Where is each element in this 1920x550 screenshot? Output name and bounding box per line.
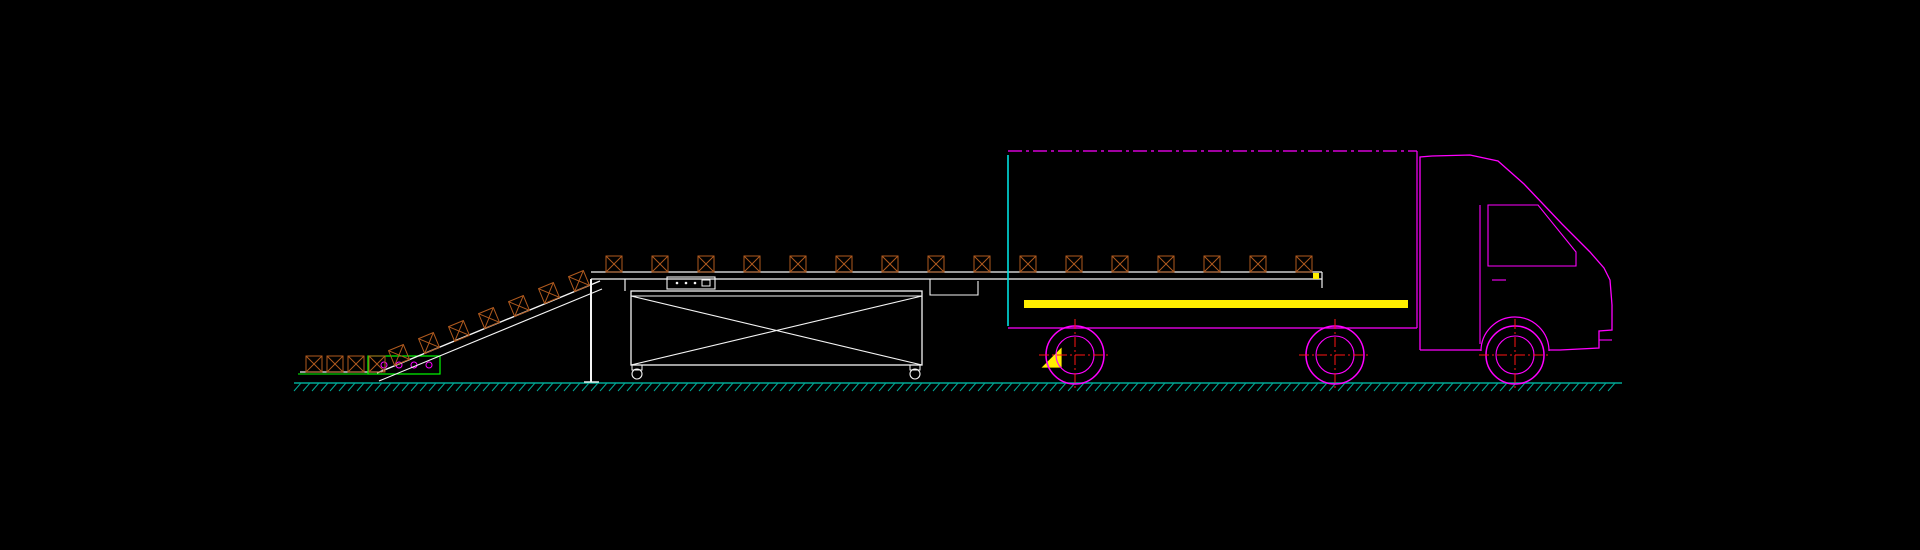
truck-wheels (1039, 319, 1551, 391)
ground-hatch (293, 382, 1622, 392)
parcel-box (305, 355, 323, 373)
parcel-box (417, 331, 441, 355)
parcel-box (697, 255, 715, 273)
parcel-box (1157, 255, 1175, 273)
parcel-box (605, 255, 623, 273)
parcel-box (1295, 255, 1313, 273)
parcel-box (927, 255, 945, 273)
parcel-box (651, 255, 669, 273)
parcel-box (387, 343, 411, 367)
parcel-box (789, 255, 807, 273)
parcel-box (835, 255, 853, 273)
parcel-box (507, 294, 531, 318)
parcel-box (1203, 255, 1221, 273)
truck-cab (1419, 154, 1613, 352)
support-post (584, 279, 599, 383)
parcel-box (537, 281, 561, 305)
parcel-box (347, 355, 365, 373)
parcel-box (1111, 255, 1129, 273)
parcel-box (447, 319, 471, 343)
parcel-box (1019, 255, 1037, 273)
parcel-box (1249, 255, 1267, 273)
parcel-box (326, 355, 344, 373)
parcel-box (368, 355, 386, 373)
conveyor-frame (624, 279, 923, 380)
parcel-box (477, 306, 501, 330)
parcel-box (1065, 255, 1083, 273)
parcel-box (743, 255, 761, 273)
parcel-box (973, 255, 991, 273)
parcel-box (881, 255, 899, 273)
parcel-boxes (305, 255, 1313, 373)
parcel-box (567, 269, 591, 293)
